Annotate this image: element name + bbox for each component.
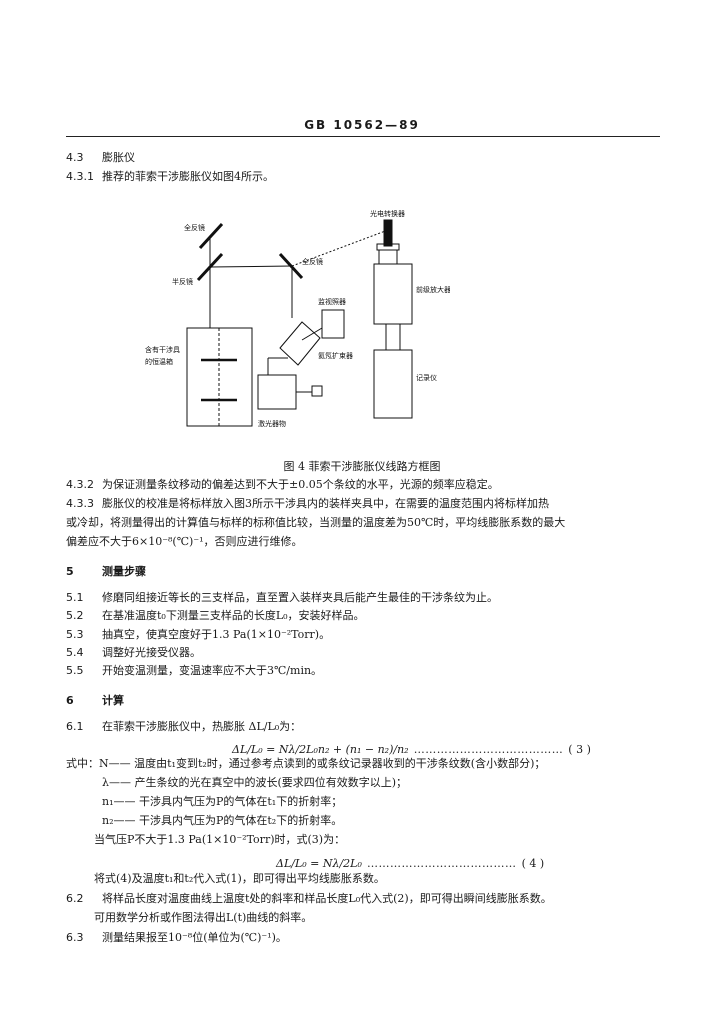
equation-3: ΔL/L₀ = Nλ/2L₀n₂ + (n₁ − n₂)/n₂ ……………………… [232,743,591,756]
svg-text:全反镜: 全反镜 [302,257,323,266]
photo-converter-body [383,219,393,247]
recorder-box [373,349,413,419]
where-n1: n₁—— 干涉具内气压为P的气体在t₁下的折射率； [102,795,343,808]
page-header: GB 10562—89 [304,118,420,132]
svg-text:的恒温箱: 的恒温箱 [145,357,173,366]
monitor-box [321,309,345,339]
condition-text: 当气压P不大于1.3 Pa(1×10⁻²Torr)时，式(3)为： [94,833,346,846]
dilatometer-block-diagram: 全反镜 光电转换器 半反镜 全反镜 前级放大器 监视照器 含有干涉具 的恒温箱 … [145,209,450,428]
equation-4: ΔL/L₀ = Nλ/2L₀ ………………………………… ( 4 ) [276,857,545,870]
beam-expander-shape [279,321,321,366]
figure-caption: 图 4 菲索干涉膨胀仪线路方框图 [283,460,441,473]
where-N: 式中：N—— 温度由t₁变到t₂时，通过参考点读到的或条纹记录器收到的干涉条纹数… [66,757,546,770]
svg-text:光电转换器: 光电转换器 [370,209,405,218]
laser-box [257,374,297,410]
svg-text:半反镜: 半反镜 [172,277,193,286]
thermostat-oven [186,327,253,427]
full-mirror-top [198,222,224,250]
section-4-3-3-line3: 偏差应不大于6×10⁻⁸(℃)⁻¹，否则应进行维修。 [66,535,303,548]
section-6-2-line2: 可用数学分析或作图法得出L(t)曲线的斜率。 [94,911,313,924]
where-lambda: λ—— 产生条纹的光在真空中的波长(要求四位有效数字以上)； [102,776,408,789]
svg-text:全反镜: 全反镜 [184,223,205,232]
svg-text:前级放大器: 前级放大器 [416,285,450,294]
svg-text:激光器物: 激光器物 [258,419,286,428]
header-rule [66,136,660,137]
after-equation-4: 将式(4)及温度t₁和t₂代入式(1)，即可得出平均线膨胀系数。 [94,872,385,885]
svg-text:监视照器: 监视照器 [318,297,346,306]
where-n2: n₂—— 干涉具内气压为P的气体在t₂下的折射率。 [102,814,343,827]
svg-text:记录仪: 记录仪 [416,374,437,382]
svg-text:氦氖扩束器: 氦氖扩束器 [318,351,353,360]
svg-text:含有干涉具: 含有干涉具 [145,345,180,354]
amplifier-box [373,263,413,325]
section-4-3-3-line2: 或冷却，将测量得出的计算值与标样的标称值比较，当测量的温度差为50℃时，平均线膨… [66,516,566,529]
